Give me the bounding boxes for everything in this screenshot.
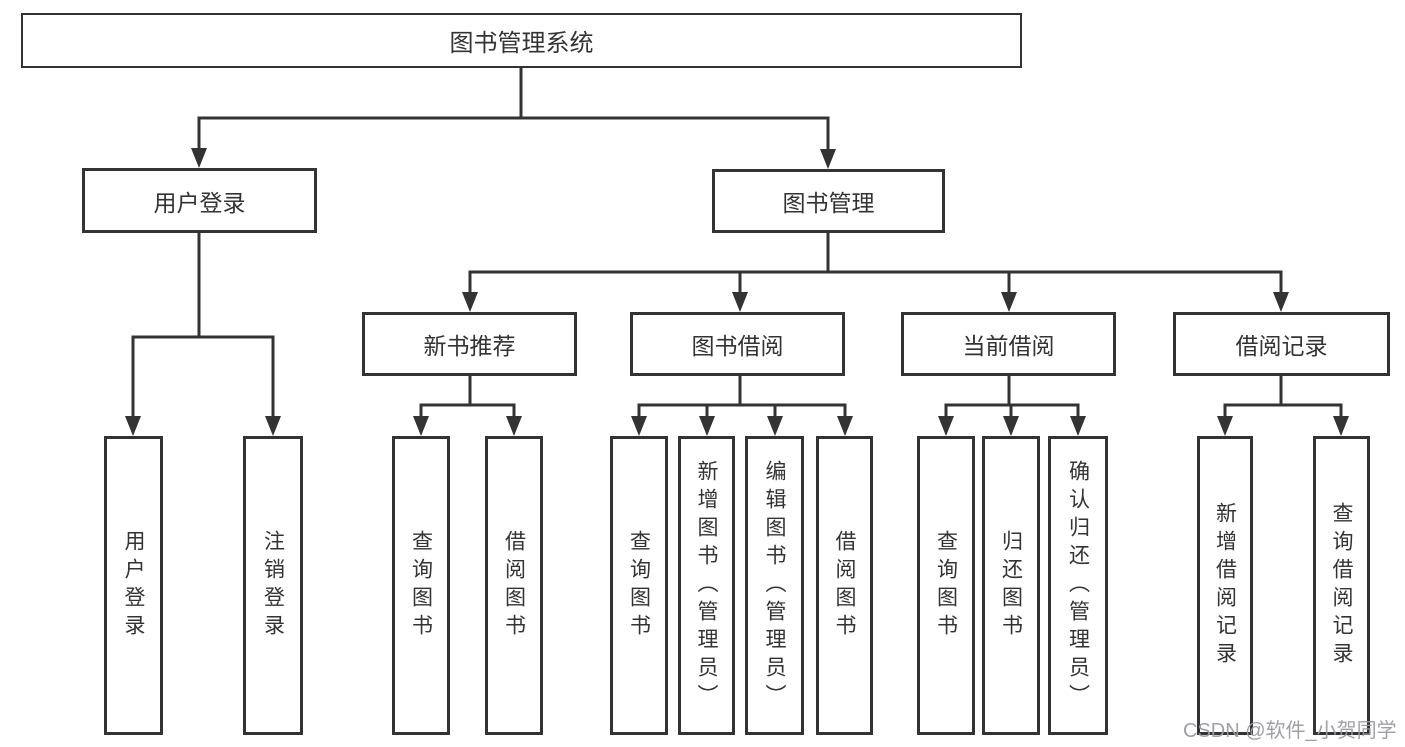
node-borrow-books-recommend-label: 借阅图书 bbox=[502, 529, 526, 642]
node-confirm-return-admin-label: 确认归还（管理员） bbox=[1066, 459, 1090, 712]
node-new-book-recommend: 新书推荐 bbox=[362, 312, 577, 376]
node-borrow-records: 借阅记录 bbox=[1173, 312, 1390, 376]
node-user-login: 用户登录 bbox=[104, 436, 163, 735]
csdn-watermark: CSDN @软件_小贺同学 bbox=[1183, 720, 1397, 742]
node-borrow-books: 借阅图书 bbox=[816, 436, 873, 735]
node-library-system-label: 图书管理系统 bbox=[449, 30, 594, 57]
node-query-books-current: 查询图书 bbox=[917, 436, 975, 735]
node-user-login-module-label: 用户登录 bbox=[153, 189, 246, 216]
node-book-management: 图书管理 bbox=[712, 169, 945, 233]
node-query-books-recommend-label: 查询图书 bbox=[409, 529, 433, 642]
node-user-login-module: 用户登录 bbox=[82, 168, 317, 233]
node-query-borrow-record-label: 查询借阅记录 bbox=[1330, 501, 1353, 670]
node-add-borrow-record-label: 新增借阅记录 bbox=[1213, 501, 1237, 670]
node-edit-book-admin-label: 编辑图书（管理员） bbox=[763, 459, 786, 712]
node-query-borrow-record: 查询借阅记录 bbox=[1313, 436, 1370, 735]
node-borrow-books-recommend: 借阅图书 bbox=[485, 436, 543, 735]
node-logout: 注销登录 bbox=[243, 436, 303, 735]
node-current-borrowing-label: 当前借阅 bbox=[962, 333, 1055, 359]
node-new-book-recommend-label: 新书推荐 bbox=[423, 333, 516, 359]
node-add-borrow-record: 新增借阅记录 bbox=[1197, 436, 1253, 735]
node-query-books-current-label: 查询图书 bbox=[934, 529, 958, 642]
node-library-system: 图书管理系统 bbox=[21, 13, 1022, 68]
node-book-management-label: 图书管理 bbox=[782, 190, 875, 216]
node-current-borrowing: 当前借阅 bbox=[901, 312, 1116, 376]
node-query-books-borrow-label: 查询图书 bbox=[627, 529, 651, 642]
node-confirm-return-admin: 确认归还（管理员） bbox=[1048, 436, 1108, 735]
node-book-borrowing-label: 图书借阅 bbox=[691, 333, 784, 359]
node-add-book-admin-label: 新增图书（管理员） bbox=[695, 459, 718, 712]
node-return-books: 归还图书 bbox=[982, 436, 1040, 735]
node-borrow-records-label: 借阅记录 bbox=[1235, 333, 1328, 359]
node-borrow-books-label: 借阅图书 bbox=[833, 529, 856, 642]
node-user-login-label: 用户登录 bbox=[122, 529, 145, 642]
node-return-books-label: 归还图书 bbox=[999, 529, 1023, 642]
node-edit-book-admin: 编辑图书（管理员） bbox=[745, 436, 804, 735]
node-book-borrowing: 图书借阅 bbox=[630, 312, 845, 376]
node-logout-label: 注销登录 bbox=[261, 529, 285, 642]
node-query-books-borrow: 查询图书 bbox=[610, 436, 668, 735]
node-add-book-admin: 新增图书（管理员） bbox=[678, 436, 735, 735]
node-query-books-recommend: 查询图书 bbox=[392, 436, 450, 735]
